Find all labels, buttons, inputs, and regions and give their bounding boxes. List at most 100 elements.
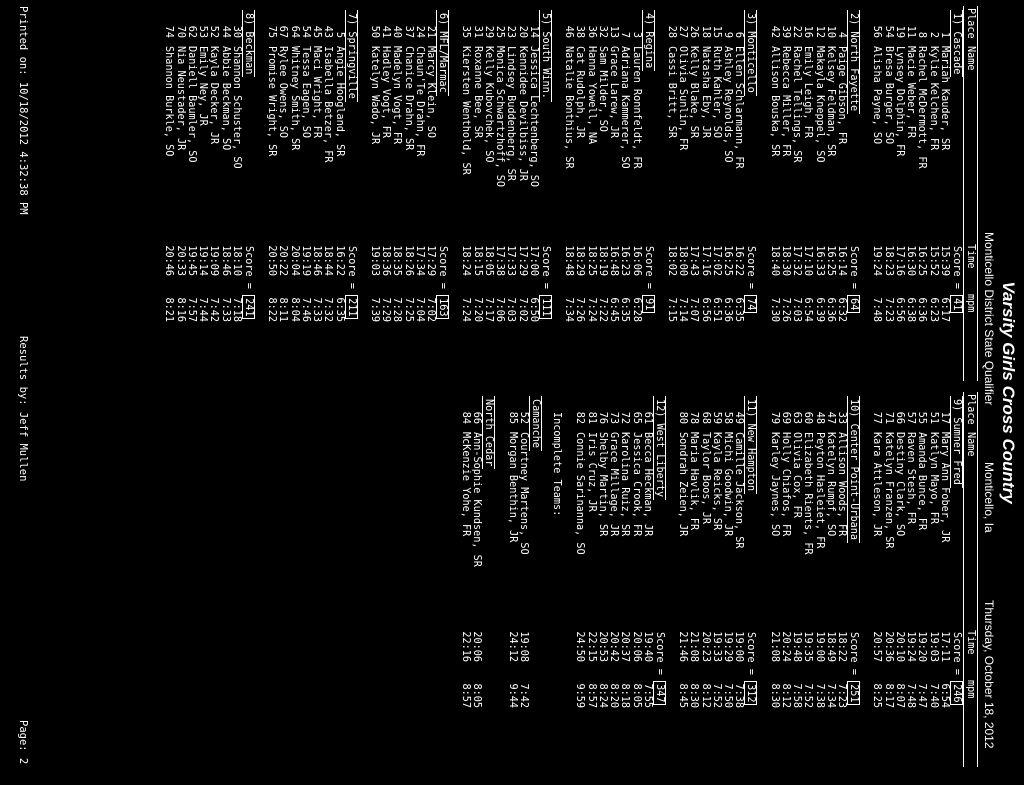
runner-mpm: 8:24	[597, 683, 608, 708]
team-name-text: North Cedar	[482, 396, 496, 470]
team-name: 12) West Liberty	[653, 396, 666, 501]
runner-time: 18:19	[597, 245, 608, 276]
col-time: Time	[965, 630, 976, 655]
runner-name: Rachel Tellings, SR	[791, 46, 803, 163]
runner-mpm: 6:51	[711, 297, 722, 322]
runner-name: Camille Jackson, SR	[733, 432, 745, 549]
runner-place: 82	[574, 411, 586, 424]
runner-place: 29	[483, 25, 494, 38]
runner-mpm: 8:11	[277, 297, 289, 322]
runner-time: 20:50	[266, 245, 278, 276]
runner-time: 19:19	[300, 245, 311, 276]
runner-name: Madelyn Vogt, FR	[391, 46, 403, 145]
runner-name: Daniell Baumler, SO	[186, 46, 197, 163]
runner-time: 20:24	[780, 631, 791, 662]
runner-time: 19:45	[186, 245, 197, 276]
runner-mpm: 7:47	[916, 683, 928, 708]
runner-time: 15:52	[927, 245, 939, 276]
runner-name: Allison Woods, FR	[836, 432, 848, 537]
team-name: 11) New Hampton	[744, 396, 758, 495]
runner-mpm: 7:32	[322, 297, 334, 322]
runner-name: Iris Cruz, JR	[585, 432, 597, 512]
runner-time: 18:00	[677, 245, 689, 276]
runner-time: 19:29	[722, 631, 734, 662]
runner-time: 19:24	[905, 631, 917, 662]
runner-time: 18:10	[231, 245, 242, 276]
runner-time: 18:25	[585, 245, 597, 276]
runner-place: 16	[802, 25, 814, 38]
runner-time: 19:00	[813, 631, 825, 662]
runner-name: Morgan Benthin, JR	[506, 432, 518, 543]
runner-name: McKenzie Yohe, FR	[460, 432, 472, 537]
runner-mpm: 7:26	[780, 297, 791, 322]
runner-mpm: 6:39	[813, 297, 825, 322]
team-name: 7) Springville	[344, 10, 358, 102]
runner-time: 18:29	[574, 245, 586, 276]
runner-time: 17:10	[802, 245, 814, 276]
team-name: 1) Cascade	[950, 10, 963, 78]
runner-place: 33	[836, 411, 848, 424]
runner-place: 80	[677, 411, 689, 424]
runner-place: 59	[711, 411, 722, 424]
runner-name: Lindsey Buddenberg, SR	[505, 46, 517, 181]
runner-name: Emily Leigh, FR	[802, 46, 814, 139]
runner-mpm: 8:25	[871, 683, 883, 708]
runner-place: 31	[471, 25, 483, 38]
runner-mpm: 7:40	[927, 683, 939, 708]
runner-mpm: 8:30	[688, 683, 700, 708]
runner-mpm: 8:30	[768, 683, 780, 708]
runner-time: 17:00	[528, 245, 539, 276]
runner-time: 22:15	[585, 631, 597, 662]
runner-name: Emily Ney, JR	[197, 46, 209, 126]
runner-time: 18:23	[882, 245, 894, 276]
runner-time: 16:25	[722, 245, 734, 276]
runner-name: Mariah Kauder, SR	[939, 46, 950, 151]
runner-name: Kiersten Wenthold, SR	[460, 46, 472, 175]
runner-place: 51	[927, 411, 939, 424]
team-name: 8) Beckman	[242, 10, 255, 78]
runner-mpm: 8:12	[699, 683, 711, 708]
runner-mpm: 7:34	[563, 297, 575, 322]
runner-place: 61	[642, 411, 653, 424]
team-score: Score = 91	[641, 246, 655, 314]
runner-place: 5	[333, 31, 345, 38]
runner-time: 18:36	[380, 245, 392, 276]
runner-place: 72	[619, 411, 631, 424]
runner-name: Isabella Betzer, FR	[322, 46, 334, 163]
runner-mpm: 8:12	[780, 683, 791, 708]
runner-name: Maci Wright, FR	[311, 46, 323, 139]
runner-name: Maria Havlik, FR	[688, 432, 700, 531]
runner-name: Abbie Beckman, SO	[219, 46, 231, 151]
runner-mpm: 8:05	[471, 683, 483, 708]
team-name: 2) North Fayette	[847, 10, 861, 115]
runner-mpm: 7:52	[802, 683, 814, 708]
team-score: Score = 347	[653, 632, 666, 706]
